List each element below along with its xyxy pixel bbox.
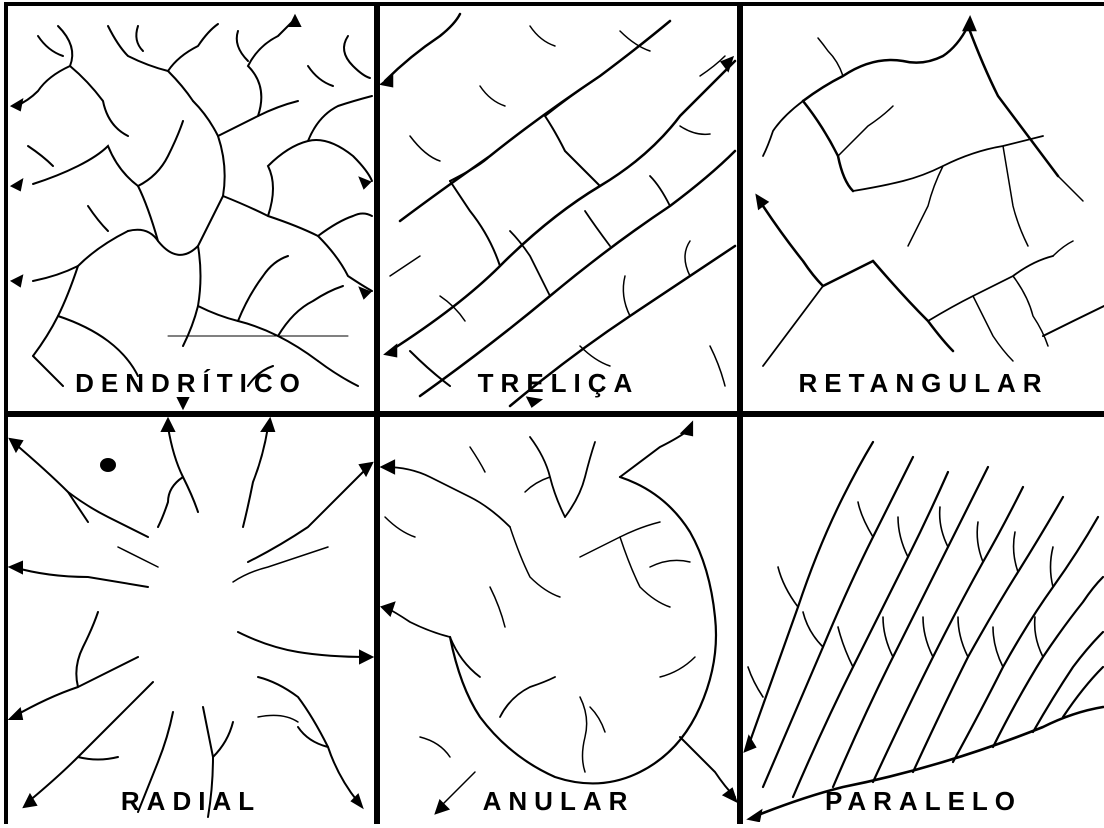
label-anular: ANULAR [380, 786, 737, 817]
label-retangular: RETANGULAR [743, 368, 1104, 399]
trellis-drainage-drawing [380, 6, 737, 411]
dendritic-drainage-drawing [8, 6, 374, 411]
frame-divider-left [374, 2, 380, 824]
label-dendritico: DENDRÍTICO [8, 368, 374, 399]
annular-drainage-drawing [380, 417, 737, 822]
radial-drainage-drawing [8, 417, 374, 822]
label-trelica: TRELIÇA [380, 368, 737, 399]
label-radial: RADIAL [8, 786, 374, 817]
panel-trelica: TRELIÇA [380, 6, 737, 411]
frame-divider-right [737, 2, 743, 824]
panel-radial: RADIAL [8, 417, 374, 822]
label-paralelo: PARALELO [743, 786, 1104, 817]
panel-paralelo: PARALELO [743, 417, 1104, 822]
parallel-drainage-drawing [743, 417, 1104, 822]
panel-dendritico: DENDRÍTICO [8, 6, 374, 411]
panel-retangular: RETANGULAR [743, 6, 1104, 411]
rectangular-drainage-drawing [743, 6, 1104, 411]
frame-middle-horizontal [4, 411, 1104, 417]
panel-anular: ANULAR [380, 417, 737, 822]
frame-top [4, 2, 1104, 6]
